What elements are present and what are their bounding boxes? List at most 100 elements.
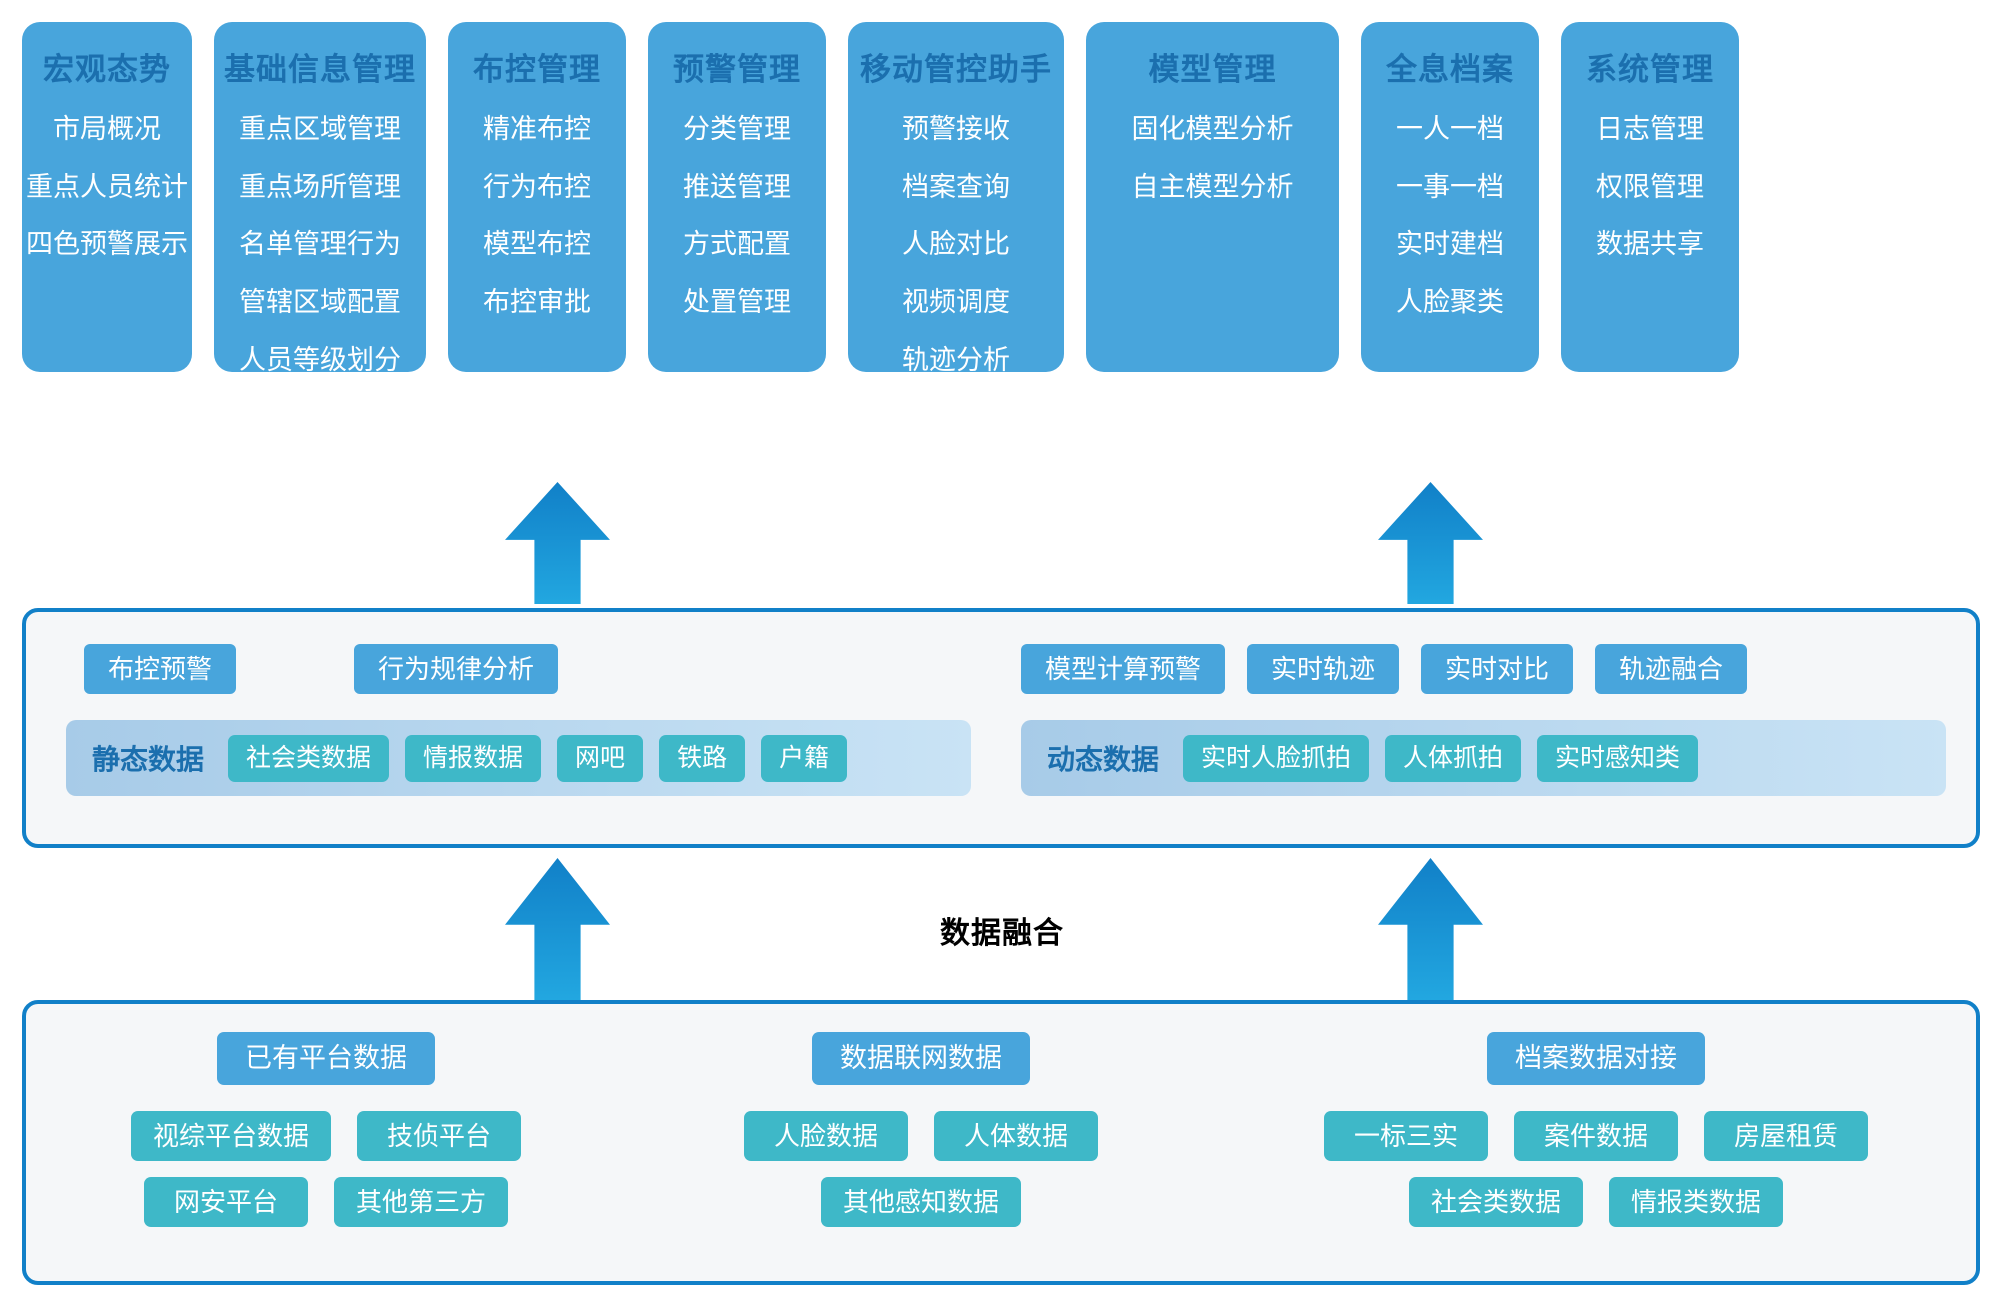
static-data-band: 静态数据 社会类数据 情报数据 网吧 铁路 户籍 <box>66 720 971 796</box>
module-item[interactable]: 自主模型分析 <box>1131 171 1294 202</box>
static-data-chip[interactable]: 网吧 <box>557 734 644 782</box>
module-item[interactable]: 轨迹分析 <box>902 344 1010 375</box>
module-item[interactable]: 人脸对比 <box>902 229 1010 260</box>
module-item[interactable]: 重点人员统计 <box>26 171 188 202</box>
source-chip[interactable]: 人体数据 <box>934 1111 1098 1161</box>
source-chip-row: 网安平台 其他第三方 <box>143 1177 508 1227</box>
module-item[interactable]: 人脸聚类 <box>1396 287 1504 318</box>
source-chip-rows: 人脸数据 人体数据 其他感知数据 <box>626 1111 1216 1227</box>
module-item[interactable]: 一事一档 <box>1396 171 1504 202</box>
source-chip[interactable]: 情报类数据 <box>1609 1177 1784 1227</box>
data-fusion-panel: 布控预警 行为规律分析 静态数据 社会类数据 情报数据 网吧 铁路 户籍 模型计… <box>22 608 1980 848</box>
module-title: 全息档案 <box>1386 52 1514 87</box>
module-item[interactable]: 视频调度 <box>902 287 1010 318</box>
arrow-up-icon-right-to-modules <box>1378 482 1483 604</box>
source-chip[interactable]: 社会类数据 <box>1408 1177 1583 1227</box>
module-card-alarm-management[interactable]: 预警管理 分类管理 推送管理 方式配置 处置管理 <box>648 22 826 372</box>
source-group-archive-integration: 档案数据对接 一标三实 案件数据 房屋租赁 社会类数据 情报类数据 <box>1216 1004 1976 1281</box>
source-chip[interactable]: 其他第三方 <box>333 1177 508 1227</box>
module-item[interactable]: 行为布控 <box>483 171 591 202</box>
arrow-up-icon-left-to-modules <box>505 482 610 604</box>
source-chip-row: 人脸数据 人体数据 <box>744 1111 1098 1161</box>
module-item[interactable]: 精准布控 <box>483 114 591 144</box>
module-title: 系统管理 <box>1586 52 1714 87</box>
static-data-chip[interactable]: 户籍 <box>761 734 848 782</box>
module-card-deployment-management[interactable]: 布控管理 精准布控 行为布控 模型布控 布控审批 <box>448 22 626 372</box>
module-item[interactable]: 实时建档 <box>1396 229 1504 260</box>
source-chip[interactable]: 一标三实 <box>1324 1111 1488 1161</box>
source-group-header[interactable]: 档案数据对接 <box>1487 1032 1705 1085</box>
module-title: 模型管理 <box>1148 52 1277 87</box>
static-data-chip[interactable]: 社会类数据 <box>228 734 390 782</box>
source-chip-rows: 一标三实 案件数据 房屋租赁 社会类数据 情报类数据 <box>1216 1111 1976 1227</box>
module-item[interactable]: 重点区域管理 <box>239 114 401 144</box>
dynamic-data-chip[interactable]: 实时感知类 <box>1537 734 1699 782</box>
module-title: 基础信息管理 <box>224 52 416 87</box>
module-item[interactable]: 市局概况 <box>53 114 161 144</box>
module-item[interactable]: 数据共享 <box>1596 229 1704 260</box>
source-chip-row: 一标三实 案件数据 房屋租赁 <box>1324 1111 1868 1161</box>
static-data-chip[interactable]: 铁路 <box>659 734 746 782</box>
module-item[interactable]: 人员等级划分 <box>239 344 401 375</box>
source-group-header[interactable]: 数据联网数据 <box>812 1032 1030 1085</box>
dynamic-analysis-chip-row: 模型计算预警 实时轨迹 实时对比 轨迹融合 <box>1021 640 1946 698</box>
analysis-chip[interactable]: 实时轨迹 <box>1247 644 1400 694</box>
arrow-up-icon-left-to-fusion <box>505 858 610 1000</box>
module-item[interactable]: 管辖区域配置 <box>239 287 401 318</box>
module-title: 移动管控助手 <box>860 52 1052 87</box>
module-item[interactable]: 重点场所管理 <box>239 171 401 202</box>
source-group-existing-platform: 已有平台数据 视综平台数据 技侦平台 网安平台 其他第三方 <box>26 1004 626 1281</box>
dynamic-data-half: 模型计算预警 实时轨迹 实时对比 轨迹融合 动态数据 实时人脸抓拍 人体抓拍 实… <box>1001 612 1976 844</box>
module-item[interactable]: 方式配置 <box>683 229 791 260</box>
source-chip-row: 社会类数据 情报类数据 <box>1408 1177 1784 1227</box>
module-item[interactable]: 档案查询 <box>902 171 1010 202</box>
module-card-macro-situation[interactable]: 宏观态势 市局概况 重点人员统计 四色预警展示 <box>22 22 192 372</box>
dynamic-data-label: 动态数据 <box>1047 744 1160 775</box>
dynamic-data-band: 动态数据 实时人脸抓拍 人体抓拍 实时感知类 <box>1021 720 1946 796</box>
data-source-panel: 已有平台数据 视综平台数据 技侦平台 网安平台 其他第三方 数据联网数据 人脸数… <box>22 1000 1980 1285</box>
source-chip[interactable]: 技侦平台 <box>357 1111 521 1161</box>
analysis-chip[interactable]: 行为规律分析 <box>354 644 559 694</box>
analysis-chip[interactable]: 模型计算预警 <box>1021 644 1226 694</box>
module-item[interactable]: 名单管理行为 <box>239 229 401 260</box>
module-item[interactable]: 权限管理 <box>1596 171 1704 202</box>
source-group-header[interactable]: 已有平台数据 <box>217 1032 435 1085</box>
module-card-holographic-archive[interactable]: 全息档案 一人一档 一事一档 实时建档 人脸聚类 <box>1361 22 1539 372</box>
top-module-row: 宏观态势 市局概况 重点人员统计 四色预警展示 基础信息管理 重点区域管理 重点… <box>22 22 1982 474</box>
module-item[interactable]: 日志管理 <box>1596 114 1704 144</box>
source-chip[interactable]: 人脸数据 <box>744 1111 908 1161</box>
module-card-basic-info-management[interactable]: 基础信息管理 重点区域管理 重点场所管理 名单管理行为 管辖区域配置 人员等级划… <box>214 22 426 374</box>
source-chip-row: 其他感知数据 <box>820 1177 1021 1227</box>
module-item[interactable]: 一人一档 <box>1396 114 1504 144</box>
module-title: 布控管理 <box>473 52 601 87</box>
module-item[interactable]: 布控审批 <box>483 287 591 318</box>
dynamic-data-chip[interactable]: 人体抓拍 <box>1385 734 1522 782</box>
static-analysis-chip-row: 布控预警 行为规律分析 <box>66 640 971 698</box>
source-chip[interactable]: 网安平台 <box>143 1177 308 1227</box>
source-chip[interactable]: 视综平台数据 <box>130 1111 331 1161</box>
analysis-chip[interactable]: 布控预警 <box>84 644 237 694</box>
analysis-chip[interactable]: 实时对比 <box>1421 644 1574 694</box>
source-chip-rows: 视综平台数据 技侦平台 网安平台 其他第三方 <box>26 1111 626 1227</box>
dynamic-data-chip[interactable]: 实时人脸抓拍 <box>1183 734 1370 782</box>
module-title: 宏观态势 <box>43 52 171 87</box>
module-card-system-management[interactable]: 系统管理 日志管理 权限管理 数据共享 <box>1561 22 1739 372</box>
module-item[interactable]: 分类管理 <box>683 114 791 144</box>
module-item[interactable]: 处置管理 <box>683 287 791 318</box>
static-data-half: 布控预警 行为规律分析 静态数据 社会类数据 情报数据 网吧 铁路 户籍 <box>26 612 1001 844</box>
module-card-mobile-control-assistant[interactable]: 移动管控助手 预警接收 档案查询 人脸对比 视频调度 轨迹分析 <box>848 22 1064 374</box>
source-chip[interactable]: 房屋租赁 <box>1704 1111 1868 1161</box>
source-chip[interactable]: 其他感知数据 <box>820 1177 1021 1227</box>
static-data-label: 静态数据 <box>92 744 205 775</box>
module-item[interactable]: 固化模型分析 <box>1131 114 1294 144</box>
module-item[interactable]: 预警接收 <box>902 114 1010 144</box>
static-data-chip[interactable]: 情报数据 <box>405 734 542 782</box>
module-item[interactable]: 模型布控 <box>483 229 591 260</box>
module-item[interactable]: 四色预警展示 <box>26 229 188 260</box>
module-title: 预警管理 <box>673 52 801 87</box>
module-item[interactable]: 推送管理 <box>683 171 791 202</box>
analysis-chip[interactable]: 轨迹融合 <box>1595 644 1748 694</box>
data-fusion-label: 数据融合 <box>940 917 1064 950</box>
module-card-model-management[interactable]: 模型管理 固化模型分析 自主模型分析 <box>1086 22 1339 372</box>
source-chip[interactable]: 案件数据 <box>1514 1111 1678 1161</box>
